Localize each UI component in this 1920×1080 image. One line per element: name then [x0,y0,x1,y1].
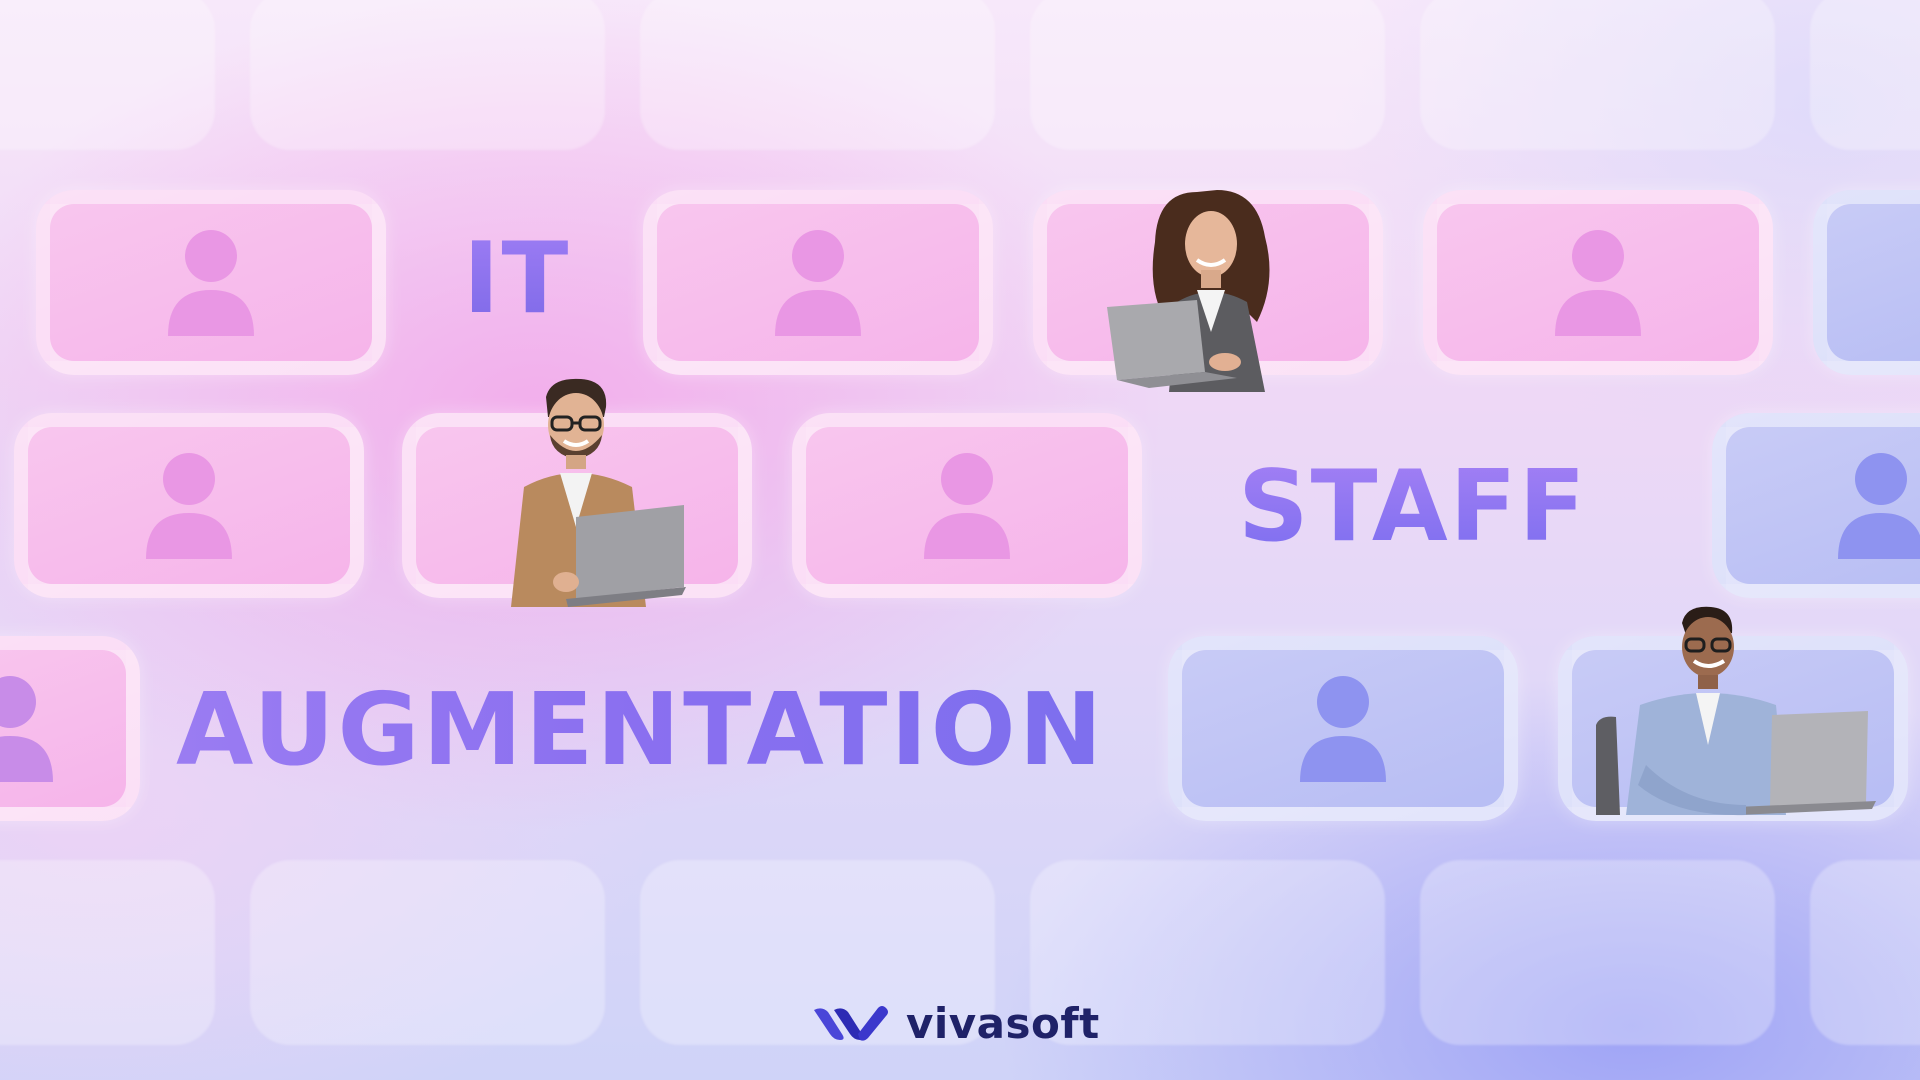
user-avatar-icon [0,675,53,782]
vivasoft-logo-icon [814,1006,888,1041]
person-tile-man-glasses [402,378,752,607]
placeholder-tile [643,190,993,375]
user-avatar-icon [168,229,254,336]
placeholder-tile [792,413,1142,598]
ghost-card [250,860,605,1045]
ghost-card [250,0,605,150]
headline-word-staff: STAFF [1238,450,1588,564]
ghost-card [1420,860,1775,1045]
man-with-laptop-illustration [511,378,686,607]
ghost-card [1030,860,1385,1045]
ghost-card [640,0,995,150]
user-avatar-icon [146,452,232,559]
placeholder-tile [1712,413,1920,598]
person-tile-man-seated [1558,606,1908,821]
man-seated-laptop-illustration [1596,606,1876,816]
ghost-card [0,860,215,1045]
woman-with-laptop-illustration [1107,190,1270,392]
placeholder-tile [0,636,140,821]
placeholder-tile [1423,190,1773,375]
placeholder-tile [36,190,386,375]
user-avatar-icon [924,452,1010,559]
brand-logo: vivasoft [812,998,1100,1048]
headline-word-augmentation: AUGMENTATION [176,671,1106,788]
user-avatar-icon [1838,452,1920,559]
placeholder-tile [1168,636,1518,821]
ghost-card [1420,0,1775,150]
brand-name: vivasoft [906,998,1100,1048]
ghost-card [1810,0,1920,150]
user-avatar-icon [1555,229,1641,336]
user-avatar-icon [775,229,861,336]
placeholder-tile [14,413,364,598]
user-avatar-icon [1300,675,1386,782]
ghost-card [0,0,215,150]
placeholder-tile [1813,190,1920,375]
person-tile-woman [1033,190,1383,392]
ghost-card [1030,0,1385,150]
headline-word-it: IT [463,222,571,336]
ghost-card [1810,860,1920,1045]
